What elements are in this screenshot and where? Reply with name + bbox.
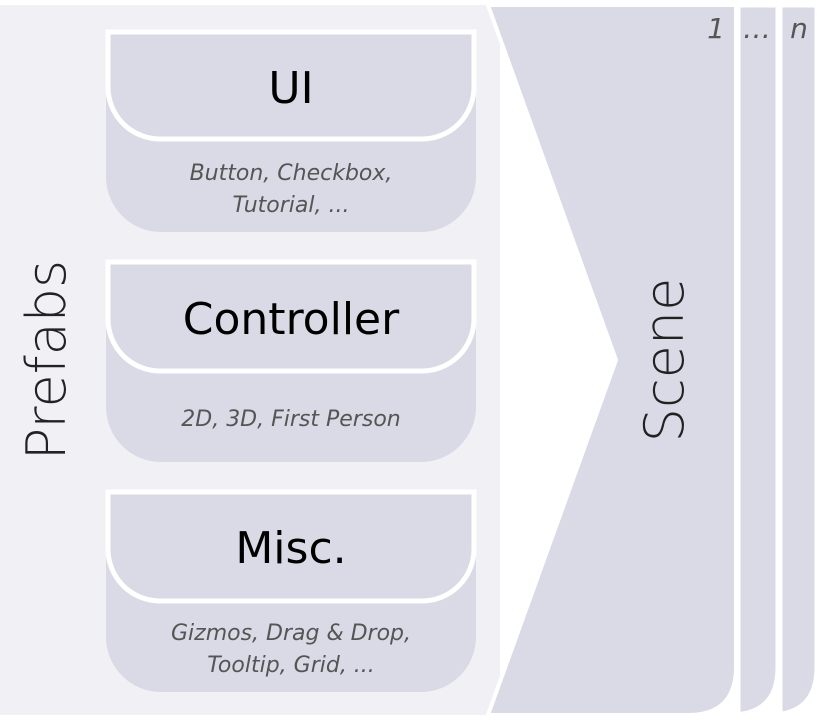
category-ui: UI Button, Checkbox, Tutorial, ... — [105, 29, 477, 232]
prefabs-label: Prefabs — [15, 260, 78, 460]
scene-page-last-label: n — [790, 12, 808, 45]
scene-page-first-label: 1 — [707, 12, 725, 45]
category-misc-desc-line1: Gizmos, Drag & Drop, — [171, 621, 411, 646]
scene-shape — [485, 3, 738, 717]
category-controller-header — [105, 259, 477, 374]
category-ui-title: UI — [268, 63, 313, 114]
category-ui-desc-line2: Tutorial, ... — [233, 193, 350, 218]
scene-page-2 — [729, 2, 781, 718]
category-ui-header — [105, 29, 477, 142]
category-misc-desc-line2: Tooltip, Grid, ... — [207, 653, 375, 678]
scene-page-ellipsis-label: … — [743, 12, 771, 45]
category-misc-title: Misc. — [235, 523, 346, 574]
scene-label: Scene — [633, 278, 696, 443]
scene-page-n — [768, 2, 820, 718]
category-ui-desc-line1: Button, Checkbox, — [190, 161, 393, 186]
category-controller-desc-line1: 2D, 3D, First Person — [181, 407, 400, 432]
category-controller: Controller 2D, 3D, First Person — [105, 259, 477, 462]
category-controller-title: Controller — [183, 294, 400, 345]
category-misc-header — [105, 489, 477, 604]
category-misc: Misc. Gizmos, Drag & Drop, Tooltip, Grid… — [105, 489, 477, 692]
